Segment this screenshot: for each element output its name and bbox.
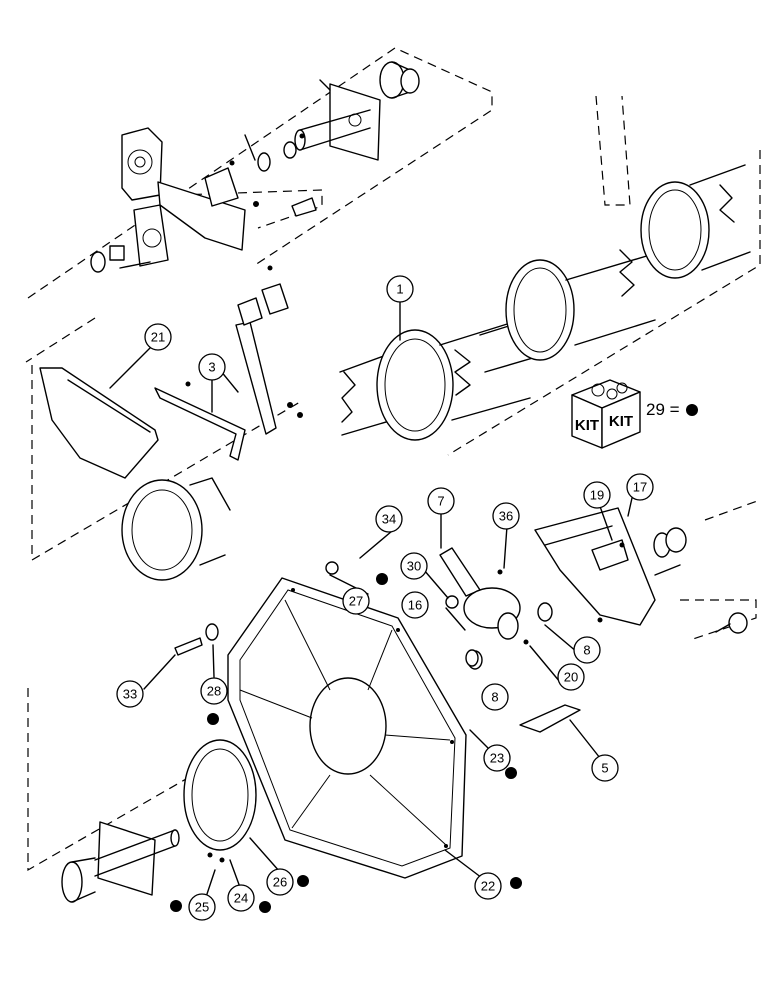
callout-23: 23 [483, 744, 511, 772]
svg-text:23: 23 [490, 751, 504, 766]
bushing-8 [465, 649, 479, 667]
kit-label-left: KIT [575, 417, 599, 434]
callout-3: 3 [198, 353, 226, 381]
svg-text:16: 16 [408, 598, 422, 613]
svg-text:20: 20 [564, 670, 578, 685]
svg-text:34: 34 [382, 512, 396, 527]
svg-text:24: 24 [234, 891, 248, 906]
callout-16: 16 [401, 591, 429, 619]
svg-text:7: 7 [437, 494, 444, 509]
svg-text:21: 21 [151, 330, 165, 345]
lower-shaft-assembly [61, 821, 225, 903]
drive-arm-assembly [325, 507, 748, 670]
svg-text:17: 17 [633, 480, 647, 495]
callout-25: 25 [188, 893, 216, 921]
callout-8-upper: 8 [573, 636, 601, 664]
svg-text:3: 3 [208, 360, 215, 375]
rotor-drum-sections [339, 164, 751, 441]
svg-text:30: 30 [407, 559, 421, 574]
callout-7: 7 [427, 487, 455, 515]
callout-17: 17 [626, 473, 654, 501]
leader-lines [109, 301, 633, 901]
callout-21: 21 [144, 323, 172, 351]
kit-box-icon: KIT KIT [571, 379, 641, 449]
bolt-33 [174, 637, 203, 656]
bushing-28 [205, 623, 219, 641]
callout-30: 30 [400, 552, 428, 580]
svg-text:22: 22 [481, 879, 495, 894]
svg-text:19: 19 [590, 488, 604, 503]
callout-1: 1 [386, 275, 414, 303]
upper-bearing-support-assembly [90, 61, 420, 273]
svg-text:8: 8 [583, 643, 590, 658]
svg-text:33: 33 [123, 687, 137, 702]
callout-20: 20 [557, 663, 585, 691]
kit-label-right: KIT [609, 413, 633, 430]
bracket-assembly [154, 283, 303, 461]
svg-text:26: 26 [273, 875, 287, 890]
svg-text:5: 5 [601, 761, 608, 776]
svg-text:28: 28 [207, 684, 221, 699]
ring-seal [183, 739, 257, 851]
callout-5: 5 [591, 754, 619, 782]
callout-27: 27 [342, 587, 370, 615]
callout-34: 34 [375, 505, 403, 533]
callout-33: 33 [116, 680, 144, 708]
svg-text:1: 1 [396, 282, 403, 297]
kit-legend-dot [686, 404, 698, 416]
callout-36: 36 [492, 502, 520, 530]
callout-8-lower: 8 [481, 683, 509, 711]
callout-24: 24 [227, 884, 255, 912]
callout-26: 26 [266, 868, 294, 896]
svg-text:27: 27 [349, 594, 363, 609]
hex-end-plate [227, 577, 467, 879]
kit-membership-dots [170, 573, 522, 913]
callout-28: 28 [200, 677, 228, 705]
svg-text:8: 8 [491, 690, 498, 705]
svg-text:25: 25 [195, 900, 209, 915]
callout-22: 22 [474, 872, 502, 900]
guard-5 [519, 704, 581, 733]
kit-legend-text: 29 = [646, 400, 680, 419]
callout-19: 19 [583, 481, 611, 509]
assembly-boundary-lines [25, 47, 761, 872]
svg-text:36: 36 [499, 509, 513, 524]
left-drum-hub [39, 367, 231, 581]
